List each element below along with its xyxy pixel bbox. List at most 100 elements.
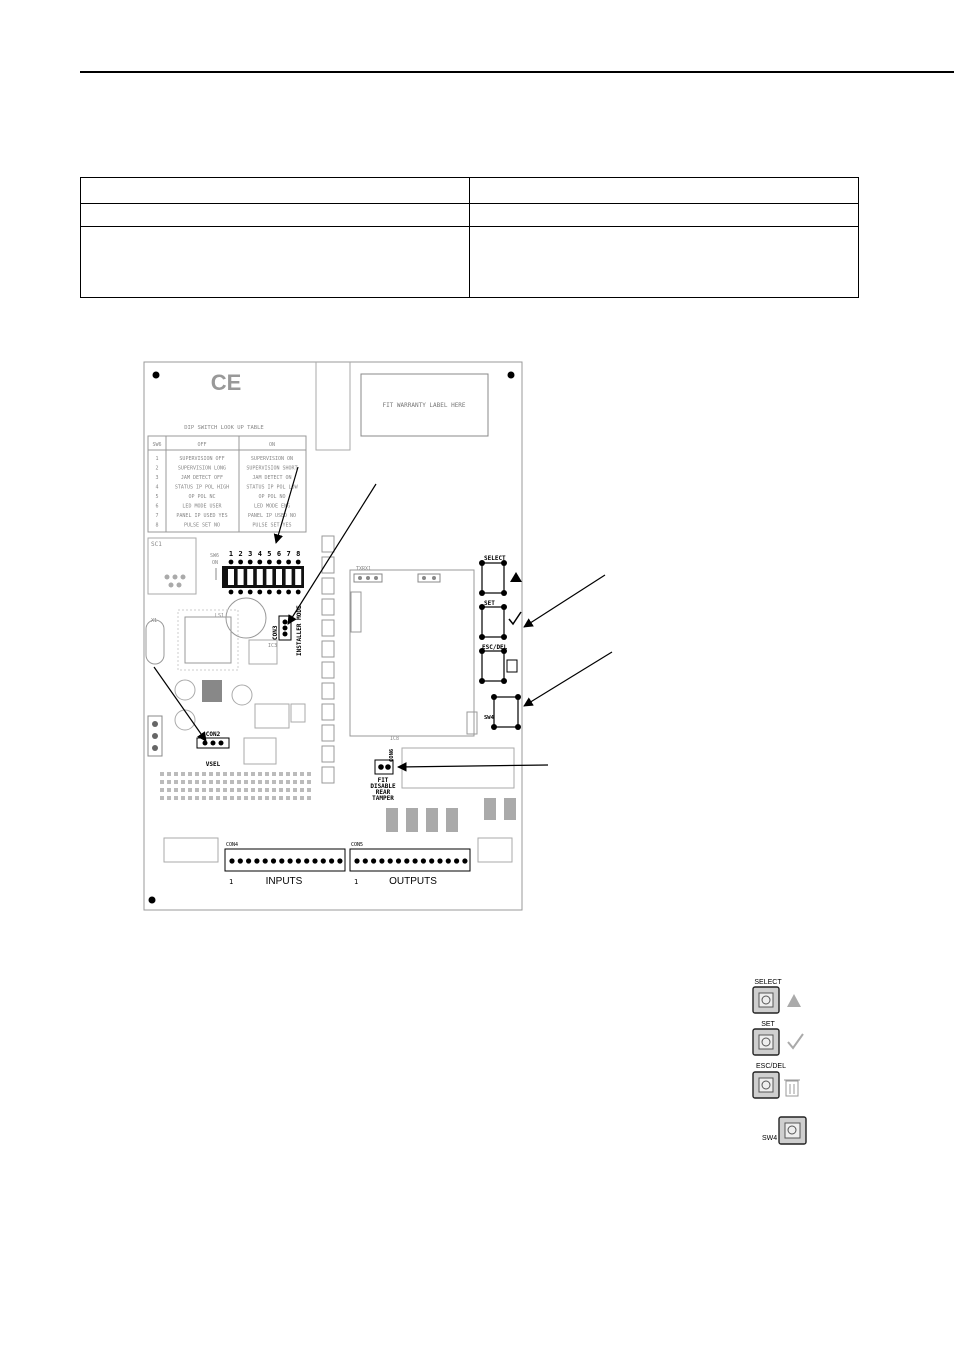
terminal-pin [262, 858, 268, 864]
pad [244, 796, 248, 800]
dip-table-header: OFF [197, 442, 206, 448]
terminal-pin [279, 858, 285, 864]
dip-table-cell: 4 [155, 485, 158, 491]
dip-table-header: SW6 [152, 442, 161, 448]
trash-icon [506, 659, 518, 673]
regulator [202, 680, 222, 702]
terminal-pin [429, 858, 435, 864]
pad [216, 796, 220, 800]
dip-pin [286, 589, 291, 595]
ic8-label: IC8 [390, 736, 399, 742]
dip-number: 5 [267, 550, 271, 558]
pad [293, 780, 297, 784]
pad [209, 788, 213, 792]
sw4-label: SW4 [484, 715, 495, 721]
con2-label: CON2 [206, 731, 221, 738]
dip-number: 6 [277, 550, 281, 558]
dip-switch-slot [285, 569, 292, 585]
pad [272, 796, 276, 800]
table-cell [80, 226, 470, 298]
disable-label: DISABLE [370, 783, 396, 790]
pad [244, 780, 248, 784]
dip-table-cell: PANEL IP USED NO [248, 513, 296, 519]
pad [279, 780, 283, 784]
pad [244, 788, 248, 792]
pad [230, 788, 234, 792]
pad [300, 788, 304, 792]
pad [307, 796, 311, 800]
dip-table-cell: 7 [155, 513, 158, 519]
table-cell [469, 203, 859, 227]
table-row [80, 203, 859, 227]
dip-number: 1 [229, 550, 233, 558]
pad [174, 788, 178, 792]
led-footprint [321, 535, 335, 553]
terminal-pin [320, 858, 326, 864]
table-cell [469, 226, 859, 298]
mount-hole [507, 371, 515, 379]
pad [209, 772, 213, 776]
terminal-pin [287, 858, 293, 864]
pad [237, 780, 241, 784]
pad [307, 772, 311, 776]
pad [195, 780, 199, 784]
arrow-dip-switch [273, 466, 299, 544]
dip-table-cell: SUPERVISION ON [251, 456, 293, 462]
dip-pin [238, 559, 244, 565]
pad [258, 772, 262, 776]
con4-label: CON4 [226, 842, 238, 848]
pad [307, 788, 311, 792]
terminal-pin [295, 858, 301, 864]
dip-pin [228, 589, 234, 595]
dip-pin [295, 589, 301, 595]
terminal-pin [445, 858, 451, 864]
x1-crystal [145, 619, 165, 665]
board-button-esc-del: ESC/DEL [479, 644, 518, 684]
terminal-pin [329, 858, 335, 864]
pad [265, 772, 269, 776]
pad [279, 788, 283, 792]
terminal-pin [420, 858, 426, 864]
pad [181, 780, 185, 784]
terminal-pin [437, 858, 443, 864]
dip-table-cell: 1 [155, 456, 158, 462]
arrow-con3 [287, 483, 377, 625]
legend-set: SET [752, 1021, 804, 1056]
x1-label: X1 [151, 618, 157, 624]
pin1-outputs: 1 [354, 878, 358, 886]
led-footprint [321, 577, 335, 595]
pad [258, 788, 262, 792]
terminal-pin [404, 858, 410, 864]
dip-table-cell: LED MODE USER [182, 504, 222, 510]
terminal-pin [304, 858, 310, 864]
pad [167, 772, 171, 776]
pad [300, 780, 304, 784]
header-rule [80, 71, 954, 73]
dip-table-cell: SUPERVISION LONG [178, 466, 226, 472]
pad [272, 788, 276, 792]
rear-label: REAR [376, 789, 391, 796]
board-button-sw4: SW4 [484, 694, 521, 730]
dip-table-header: ON [269, 442, 275, 448]
led-footprint [321, 661, 335, 679]
con5-label: CON5 [351, 842, 363, 848]
pad [230, 780, 234, 784]
pad [251, 780, 255, 784]
dip-table-cell: 8 [155, 523, 158, 529]
dip-switch-slot [266, 569, 273, 585]
terminal-pin [312, 858, 318, 864]
pad [265, 780, 269, 784]
led-footprint [321, 745, 335, 763]
ls1-label: LS1 [215, 613, 224, 619]
warranty-label-box [360, 373, 489, 437]
sw6-label: SW6 [210, 553, 219, 559]
pad [258, 780, 262, 784]
dip-table-cell: OP POL NO [258, 494, 285, 500]
pad [237, 796, 241, 800]
dip-switch-slot [247, 569, 254, 585]
trash-icon [784, 1079, 800, 1097]
con6-header [374, 759, 394, 775]
inputs-label: INPUTS [266, 876, 303, 887]
led-footprint [321, 766, 335, 784]
pad [181, 788, 185, 792]
